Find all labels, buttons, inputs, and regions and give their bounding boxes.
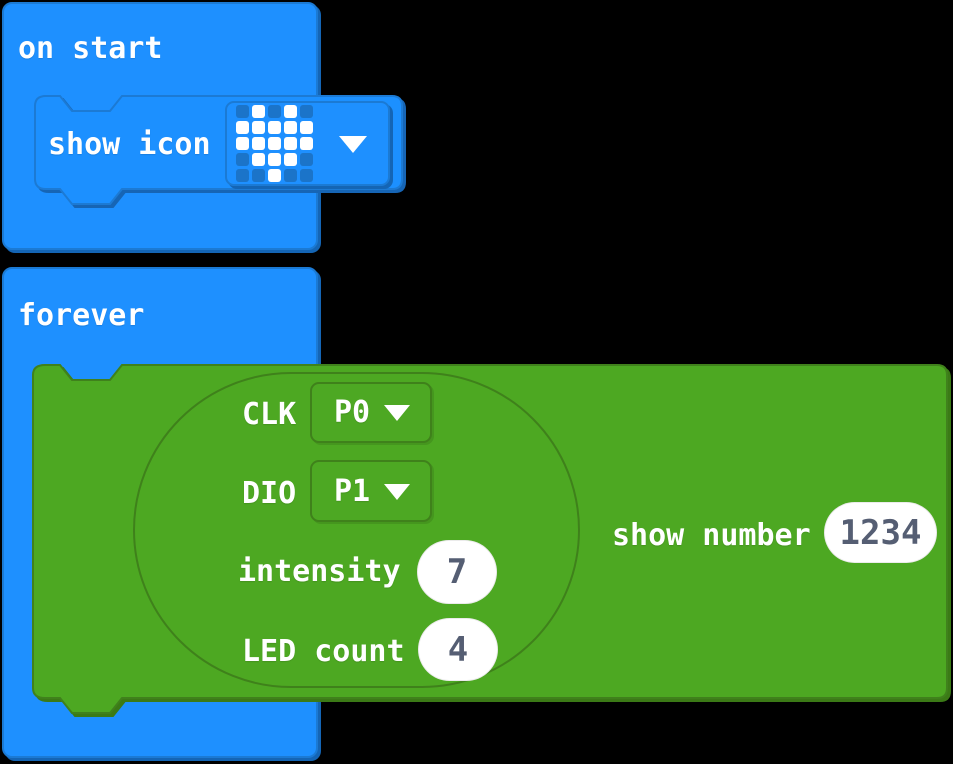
led-cell-off	[300, 153, 313, 166]
led-cell-on	[300, 137, 313, 150]
dio-pin-dropdown[interactable]	[310, 460, 432, 522]
clk-pin-value: P0	[334, 395, 371, 430]
led-cell-on	[284, 105, 297, 118]
led-cell-off	[300, 169, 313, 182]
intensity-input[interactable]: 7	[417, 540, 497, 604]
led-count-value: 4	[447, 629, 469, 670]
clk-label: CLK	[242, 397, 297, 432]
show-icon-label: show icon	[48, 127, 211, 162]
dio-pin-value: P1	[334, 474, 371, 509]
led-cell-on	[284, 153, 297, 166]
led-cell-off	[284, 169, 297, 182]
clk-pin-dropdown[interactable]	[310, 382, 432, 443]
show-number-label: show number	[612, 518, 811, 553]
led-cell-off	[252, 169, 265, 182]
on-start-label: on start	[18, 31, 163, 66]
led-cell-on	[300, 121, 313, 134]
led-count-input[interactable]: 4	[418, 618, 498, 681]
chevron-down-icon	[384, 484, 410, 500]
show-number-input[interactable]: 1234	[824, 502, 937, 563]
led-cell-on	[252, 121, 265, 134]
led-cell-on	[268, 169, 281, 182]
forever-label: forever	[18, 298, 145, 333]
led-cell-on	[236, 121, 249, 134]
led-count-label: LED count	[242, 634, 405, 669]
led-cell-on	[268, 153, 281, 166]
led-cell-on	[268, 137, 281, 150]
led-cell-on	[252, 137, 265, 150]
led-cell-on	[284, 121, 297, 134]
intensity-value: 7	[446, 552, 468, 592]
led-cell-on	[268, 121, 281, 134]
led-cell-off	[300, 105, 313, 118]
chevron-down-icon	[339, 136, 367, 153]
led-cell-off	[236, 105, 249, 118]
intensity-label: intensity	[238, 554, 401, 589]
chevron-down-icon	[384, 405, 410, 421]
led-cell-off	[236, 169, 249, 182]
led-cell-on	[252, 153, 265, 166]
led-cell-off	[236, 153, 249, 166]
led-cell-on	[284, 137, 297, 150]
show-number-value: 1234	[839, 512, 922, 553]
dio-label: DIO	[242, 476, 297, 511]
led-cell-on	[236, 137, 249, 150]
heart-icon	[236, 105, 313, 182]
led-cell-on	[252, 105, 265, 118]
tm1637-create-reporter[interactable]	[133, 372, 580, 688]
led-cell-off	[268, 105, 281, 118]
